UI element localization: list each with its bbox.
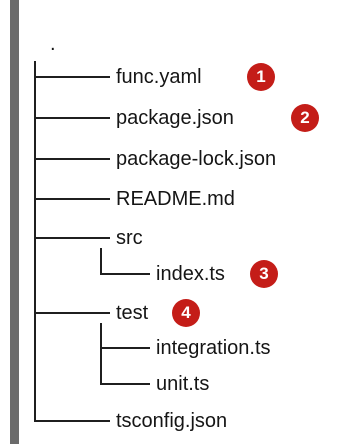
tree-branch-test: [34, 312, 110, 314]
callout-badge-4: 4: [172, 299, 200, 327]
tree-branch-readme: [34, 198, 110, 200]
callout-badge-2: 2: [291, 104, 319, 132]
tree-item-readme: README.md: [116, 188, 235, 210]
tree-branch-unit-ts: [100, 383, 150, 385]
tree-connector-test-vertical: [100, 323, 102, 385]
tree-item-tsconfig-json: tsconfig.json: [116, 410, 228, 432]
tree-item-index-ts: index.ts: [156, 263, 225, 285]
tree-branch-tsconfig: [34, 420, 110, 422]
tree-item-test: test: [116, 302, 149, 324]
tree-branch-integration-ts: [100, 347, 150, 349]
tree-item-package-json: package.json: [116, 107, 234, 129]
tree-item-unit-ts: unit.ts: [156, 373, 210, 395]
tree-branch-package-lock-json: [34, 158, 110, 160]
tree-item-func-yaml: func.yaml: [116, 66, 202, 88]
tree-item-package-lock-json: package-lock.json: [116, 148, 277, 170]
tree-branch-func-yaml: [34, 76, 110, 78]
tree-branch-src: [34, 237, 110, 239]
tree-connector-vertical: [34, 61, 36, 420]
code-block-left-bar: [10, 0, 19, 444]
tree-branch-package-json: [34, 117, 110, 119]
tree-branch-index-ts: [100, 273, 150, 275]
callout-badge-3: 3: [250, 260, 278, 288]
tree-root: .: [50, 33, 56, 55]
tree-item-src: src: [116, 227, 143, 249]
callout-badge-1: 1: [247, 63, 275, 91]
tree-item-integration-ts: integration.ts: [156, 337, 271, 359]
tree-connector-src-vertical: [100, 248, 102, 275]
